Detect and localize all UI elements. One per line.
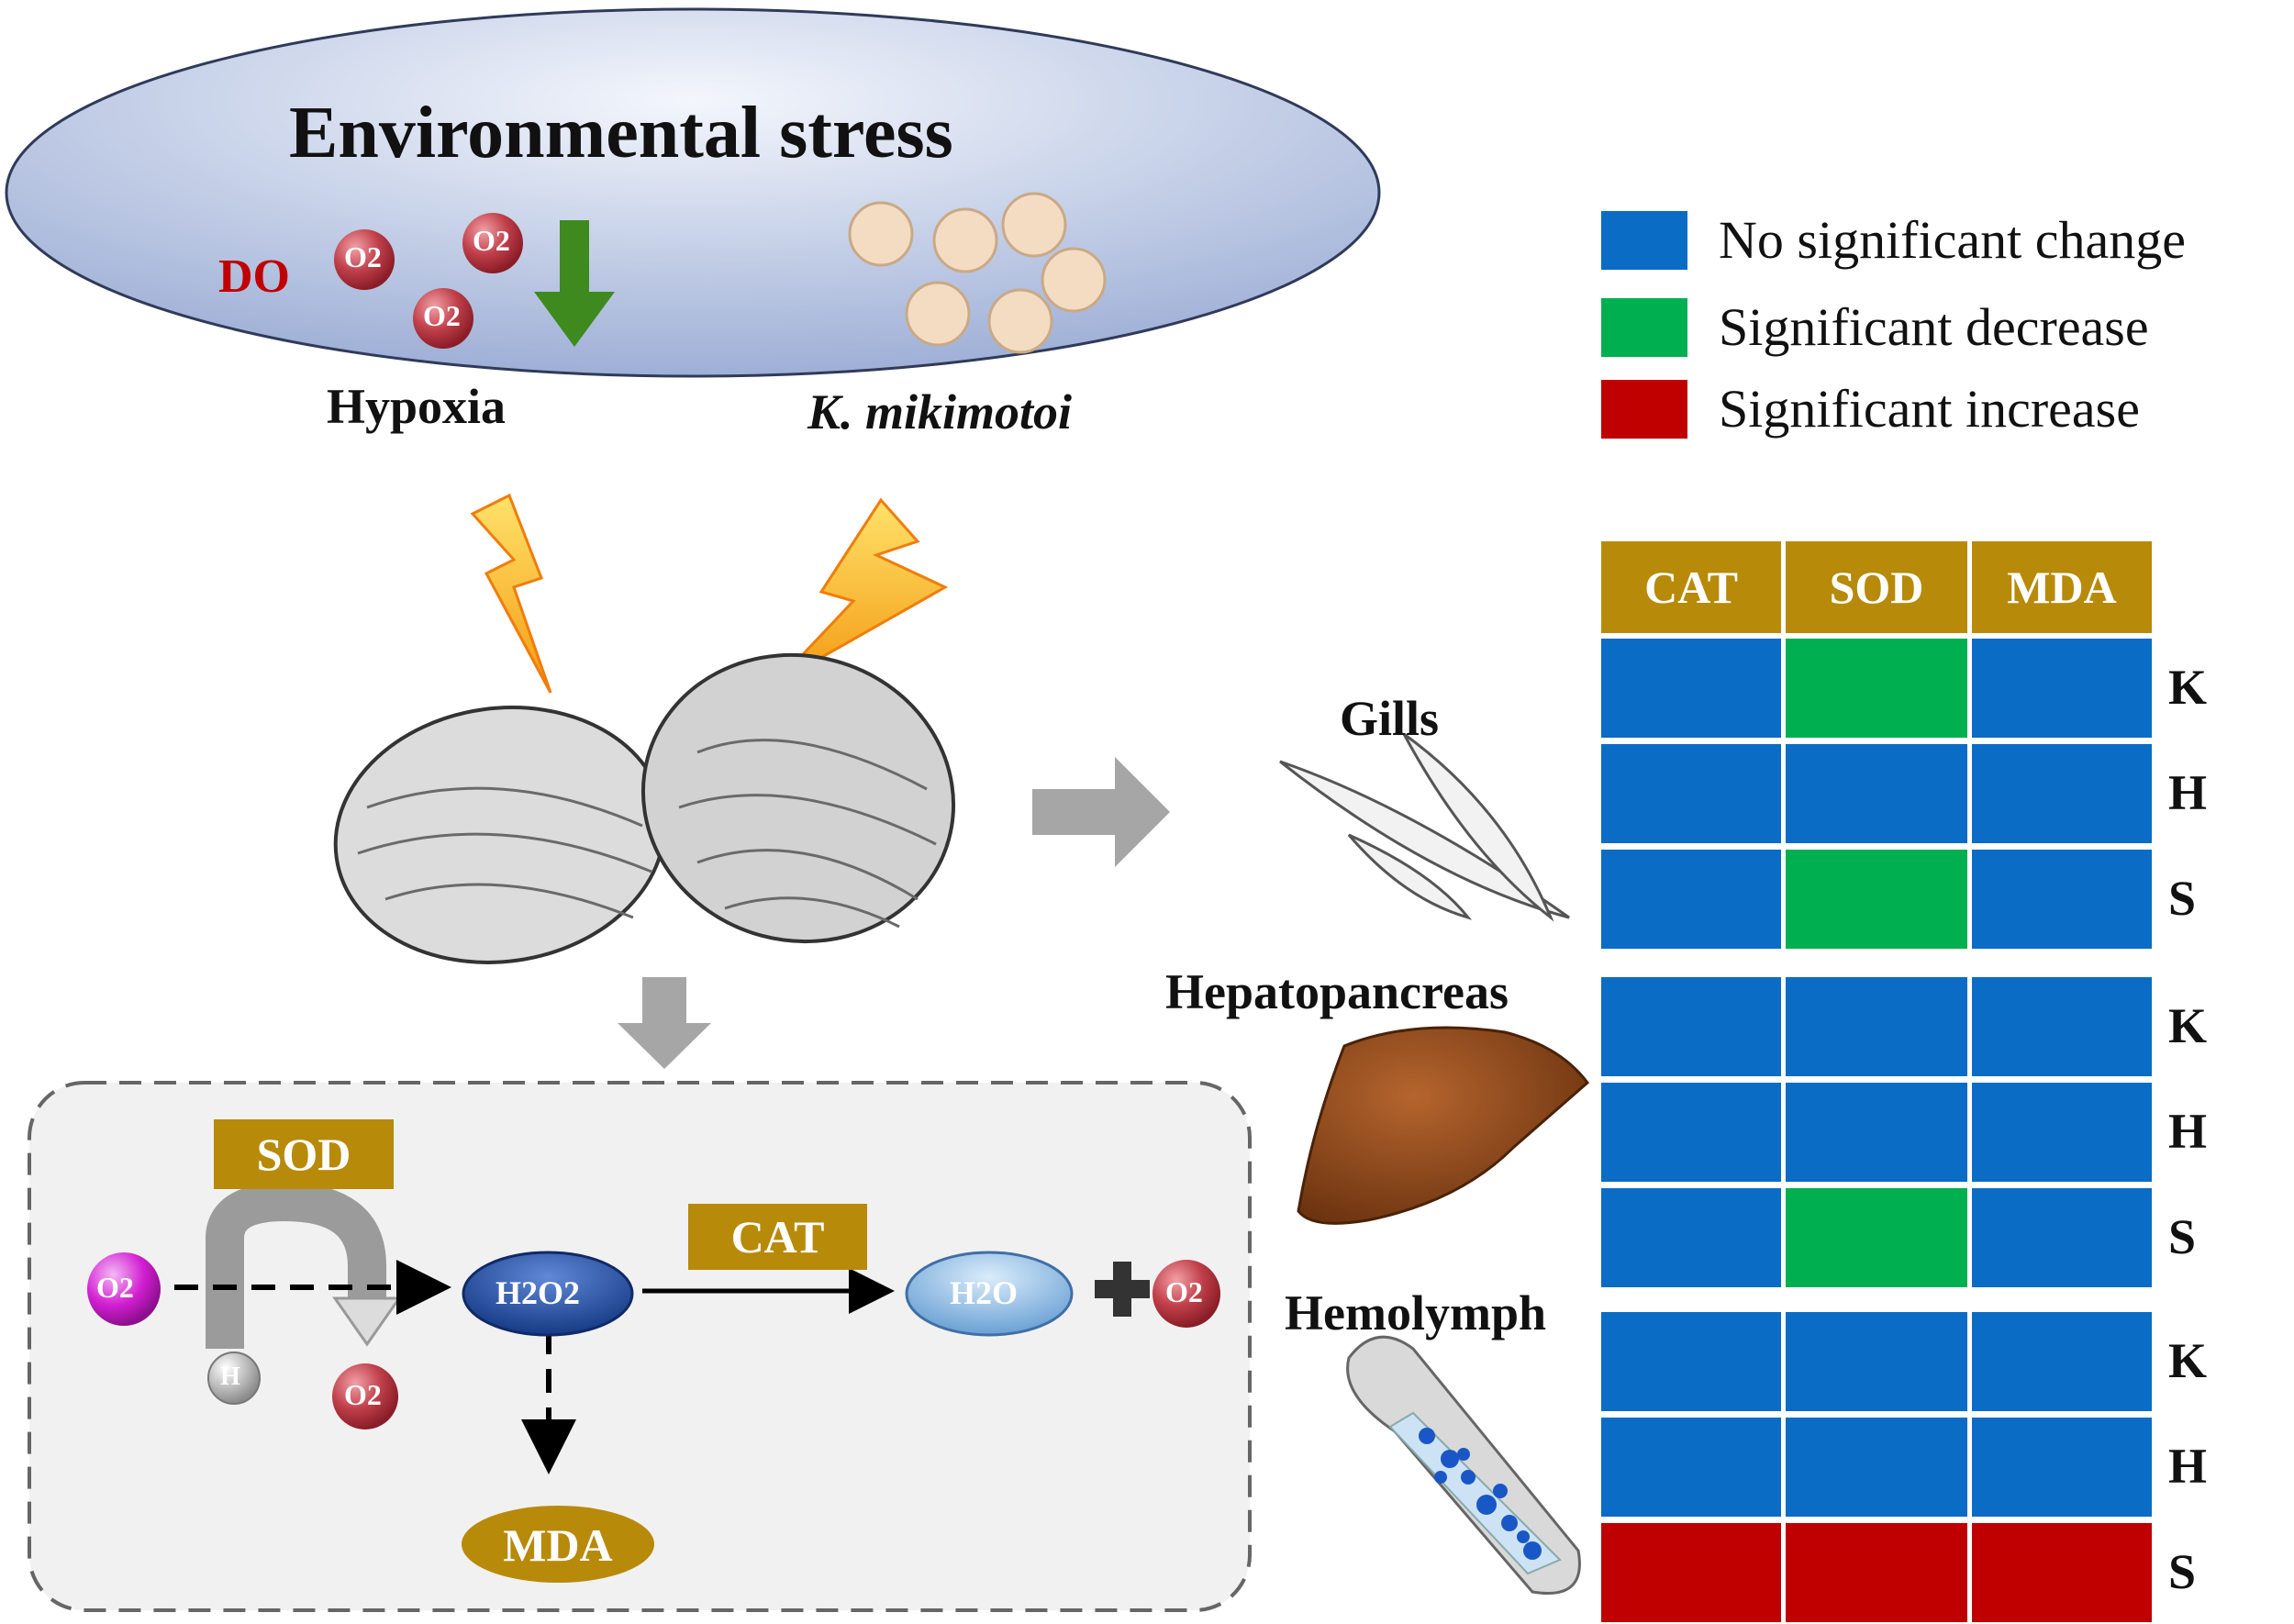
- legend-label: Significant decrease: [1719, 297, 2149, 357]
- grid-cell: [1786, 1523, 1967, 1622]
- title: Environmental stress: [289, 93, 953, 173]
- grid-cell: [1972, 1312, 2152, 1411]
- product-o2-label: O2: [1165, 1275, 1203, 1308]
- sod-label: SOD: [214, 1119, 394, 1189]
- superoxide-icon: [87, 1252, 161, 1326]
- product-o2-icon: [1153, 1260, 1220, 1328]
- grid-cell: [1972, 850, 2152, 949]
- group-row-label: H: [2168, 1439, 2208, 1494]
- grid-cell: [1786, 1188, 1967, 1287]
- grid-cell: [1972, 1523, 2152, 1622]
- h2o2-icon: [462, 1251, 634, 1337]
- released-o2-label: O2: [344, 1378, 382, 1411]
- group-row-label: K: [2168, 1333, 2208, 1388]
- mda-product-icon: [462, 1506, 654, 1583]
- legend-swatch: [1601, 297, 1687, 357]
- group-row-label: H: [2168, 765, 2208, 820]
- grid-cell: [1972, 977, 2152, 1076]
- legend-item: Significant decrease: [1601, 296, 2149, 358]
- stress-bolt-icon: [470, 493, 552, 694]
- cat-label: CAT: [688, 1204, 867, 1270]
- stress-ellipse: [5, 7, 1381, 378]
- h2o2-label: H2O2: [496, 1274, 581, 1311]
- group-row-label: S: [2168, 1209, 2197, 1264]
- abalone-icon: [333, 652, 956, 964]
- sod-reaction-arrowhead-icon: [332, 1296, 402, 1347]
- o2-label: O2: [344, 240, 382, 273]
- flow-arrow-down-icon: [618, 977, 711, 1069]
- hemolymph-icon: [1346, 1335, 1581, 1595]
- grid-cell: [1972, 1083, 2152, 1182]
- algae-label: K. mikimotoi: [807, 384, 1073, 439]
- grid-cell: [1972, 744, 2152, 843]
- grid-cell: [1601, 1418, 1781, 1517]
- plus-icon: [1095, 1262, 1150, 1317]
- group-row-label: S: [2168, 871, 2197, 926]
- mda-label: MDA: [503, 1519, 613, 1571]
- tissue-label-hemolymph: Hemolymph: [1285, 1285, 1547, 1340]
- do-label: DO: [218, 250, 290, 303]
- grid-cell: [1601, 1312, 1781, 1411]
- enzyme-header: SOD: [1786, 541, 1967, 633]
- hypoxia-label: Hypoxia: [327, 379, 507, 434]
- algae-cell-icon: [848, 192, 1107, 354]
- grid-cell: [1972, 639, 2152, 738]
- grid-cell: [1601, 744, 1781, 843]
- legend-item: Significant increase: [1601, 378, 2140, 439]
- superoxide-label: O2: [96, 1271, 134, 1304]
- stress-bolt-icon: [774, 497, 949, 685]
- legend-swatch: [1601, 379, 1687, 439]
- o2-label: O2: [473, 224, 510, 257]
- grid-cell: [1601, 1188, 1781, 1287]
- legend-label: Significant increase: [1719, 379, 2140, 439]
- enzyme-header: MDA: [1972, 541, 2152, 633]
- tissue-label-hepatopancreas: Hepatopancreas: [1165, 964, 1509, 1019]
- o2-label: O2: [423, 299, 461, 332]
- tissue-label-gills: Gills: [1340, 691, 1440, 746]
- grid-cell: [1786, 1083, 1967, 1182]
- grid-cell: [1601, 850, 1781, 949]
- legend-item: No significant change: [1601, 209, 2186, 271]
- grid-cell: [1972, 1188, 2152, 1287]
- flow-arrow-right-icon: [1032, 757, 1170, 867]
- grid-cell: [1786, 1312, 1967, 1411]
- proton-icon: [207, 1351, 261, 1405]
- group-row-label: K: [2168, 998, 2208, 1053]
- grid-cell: [1601, 639, 1781, 738]
- proton-label: H: [220, 1363, 240, 1391]
- grid-cell: [1786, 850, 1967, 949]
- grid-cell: [1786, 1418, 1967, 1517]
- legend-label: No significant change: [1719, 210, 2186, 270]
- released-o2-icon: [332, 1363, 398, 1429]
- gills-icon: [1279, 732, 1570, 922]
- grid-cell: [1972, 1418, 2152, 1517]
- grid-cell: [1786, 744, 1967, 843]
- grid-cell: [1786, 977, 1967, 1076]
- h2o-icon: [905, 1251, 1074, 1337]
- grid-cell: [1786, 639, 1967, 738]
- sod-reaction-arrow-icon: [206, 1182, 386, 1349]
- grid-cell: [1601, 977, 1781, 1076]
- group-row-label: S: [2168, 1544, 2197, 1599]
- decrease-arrow-icon: [534, 220, 615, 347]
- grid-cell: [1601, 1523, 1781, 1622]
- group-row-label: H: [2168, 1104, 2208, 1159]
- enzyme-header: CAT: [1601, 541, 1781, 633]
- legend-swatch: [1601, 210, 1687, 270]
- grid-cell: [1601, 1083, 1781, 1182]
- hepatopancreas-icon: [1297, 1026, 1590, 1225]
- o2-molecule-icon: [334, 213, 523, 349]
- group-row-label: K: [2168, 660, 2208, 715]
- h2o-label: H2O: [950, 1274, 1019, 1311]
